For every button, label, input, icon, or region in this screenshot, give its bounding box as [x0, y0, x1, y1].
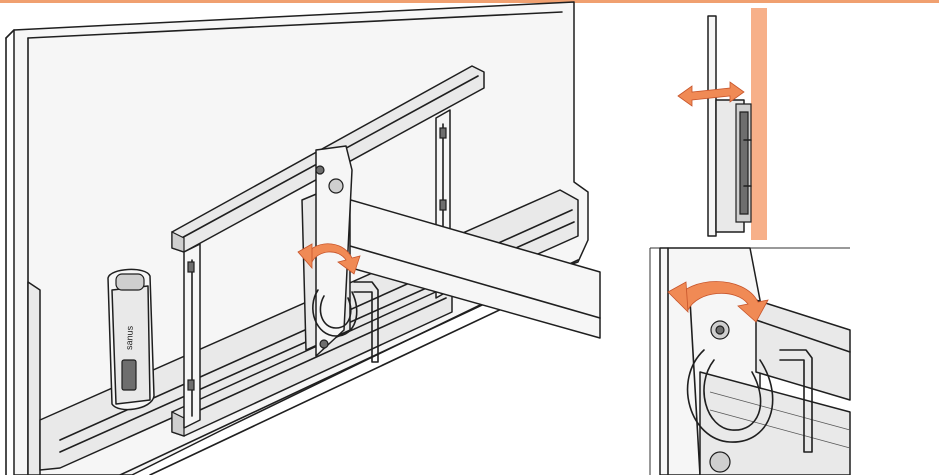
tv-panel — [6, 2, 588, 475]
remote-holder-brand: sanus — [124, 325, 135, 350]
remote-holder: sanus — [108, 269, 154, 409]
main-view: sanus — [6, 2, 600, 475]
side-detail — [678, 8, 767, 240]
wall — [751, 8, 767, 240]
zoom-detail — [650, 248, 850, 475]
